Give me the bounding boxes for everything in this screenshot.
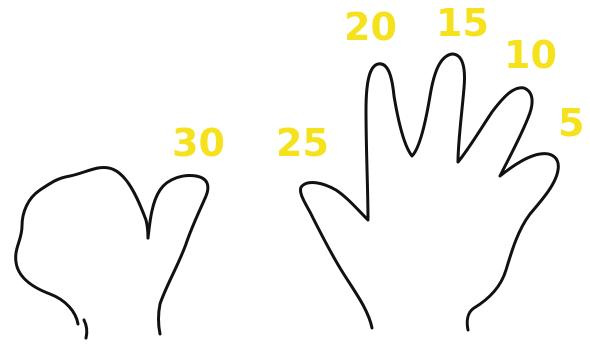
fist-outline (16, 168, 148, 325)
label-10: 10 (504, 33, 557, 77)
open-hand-outline (300, 54, 558, 330)
label-15: 15 (436, 1, 489, 45)
label-20: 20 (344, 5, 397, 49)
label-25: 25 (276, 121, 329, 165)
knuckle-line (84, 320, 87, 338)
label-30: 30 (172, 121, 225, 165)
thumb-outline (148, 176, 208, 334)
label-5: 5 (558, 101, 584, 145)
open-hand (300, 54, 558, 330)
fist-with-thumb (16, 168, 208, 339)
